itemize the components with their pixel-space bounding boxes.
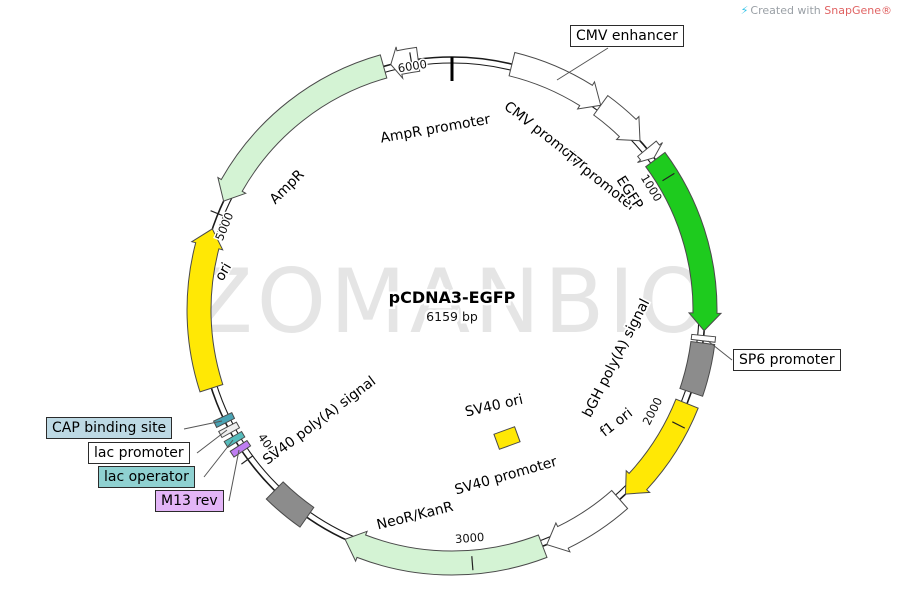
label-cap-binding-site[interactable]: CAP binding site bbox=[46, 417, 173, 439]
leader-lac-operator bbox=[203, 439, 234, 478]
label-sv40-promoter[interactable]: SV40 promoter bbox=[451, 452, 561, 500]
feature-lac-operator-box[interactable] bbox=[223, 430, 246, 449]
tick-6000-label: 6000 bbox=[397, 57, 428, 76]
feature-sv40-promoter-arrow[interactable] bbox=[546, 489, 629, 553]
tick-3000-label: 3000 bbox=[455, 530, 485, 546]
feature-egfp-arrow[interactable] bbox=[645, 151, 723, 332]
credit-prefix: Created with bbox=[750, 4, 825, 17]
tick-4000-line bbox=[241, 455, 254, 465]
label-sp6-promoter[interactable]: SP6 promoter bbox=[733, 349, 841, 371]
feature-sv40-polya-arc[interactable] bbox=[265, 481, 315, 528]
feature-bgh-polya-arc[interactable] bbox=[679, 340, 716, 397]
feature-neor-kanr-arrow[interactable] bbox=[344, 530, 548, 576]
leader-cap-binding-site bbox=[183, 420, 223, 430]
feature-f1-ori-arrow[interactable] bbox=[624, 398, 699, 495]
feature-lac-promoter-box[interactable] bbox=[218, 421, 241, 439]
plasmid-title: pCDNA3-EGFP bbox=[389, 288, 516, 307]
feature-sv40-ori-box[interactable] bbox=[493, 426, 521, 450]
feature-ampr-promoter-arrow[interactable] bbox=[390, 46, 421, 80]
feature-m13-rev-box[interactable] bbox=[229, 439, 252, 458]
label-cmv-enhancer[interactable]: CMV enhancer bbox=[570, 25, 684, 47]
tick-5000-line bbox=[210, 210, 224, 217]
label-sv40-polya[interactable]: SV40 poly(A) signal bbox=[258, 372, 380, 471]
leader-lac-promoter bbox=[196, 429, 228, 454]
feature-t7-promoter-arrow[interactable] bbox=[637, 140, 663, 163]
watermark-text: ZOMANBIO bbox=[192, 250, 711, 353]
leader-sp6-promoter bbox=[707, 340, 733, 361]
lightning-icon: ⚡ bbox=[740, 4, 749, 17]
label-m13-rev[interactable]: M13 rev bbox=[155, 490, 224, 512]
plasmid-size: 6159 bp bbox=[426, 309, 478, 324]
tick-2000-line bbox=[672, 421, 686, 429]
leader-cmv-enhancer bbox=[556, 47, 609, 81]
label-f1-ori[interactable]: f1 ori bbox=[595, 404, 637, 443]
feature-ori-arrow[interactable] bbox=[186, 228, 224, 393]
label-sv40-ori[interactable]: SV40 ori bbox=[462, 390, 527, 422]
tick-6000-line bbox=[409, 52, 413, 67]
label-ampr[interactable]: AmpR bbox=[265, 165, 310, 210]
feature-cap-binding-site-box[interactable] bbox=[212, 412, 236, 429]
tick-5000-label: 5000 bbox=[212, 210, 236, 242]
tick-3000-line bbox=[471, 556, 474, 571]
feature-ampr-arrow[interactable] bbox=[217, 54, 388, 202]
feature-cmv-promoter-arrow[interactable] bbox=[593, 94, 641, 142]
leader-m13-rev bbox=[228, 449, 240, 502]
credit-brand: SnapGene® bbox=[824, 4, 892, 17]
label-lac-promoter[interactable]: lac promoter bbox=[88, 442, 190, 464]
tick-2000-label: 2000 bbox=[640, 395, 666, 427]
label-ampr-promoter[interactable]: AmpR promoter bbox=[377, 110, 493, 149]
snapgene-credit: ⚡Created with SnapGene® bbox=[741, 4, 892, 17]
label-neor-kanr[interactable]: NeoR/KanR bbox=[373, 497, 457, 535]
tick-1000-line bbox=[662, 172, 675, 182]
feature-sp6-promoter-arrow[interactable] bbox=[690, 333, 717, 343]
label-lac-operator[interactable]: lac operator bbox=[98, 466, 195, 488]
